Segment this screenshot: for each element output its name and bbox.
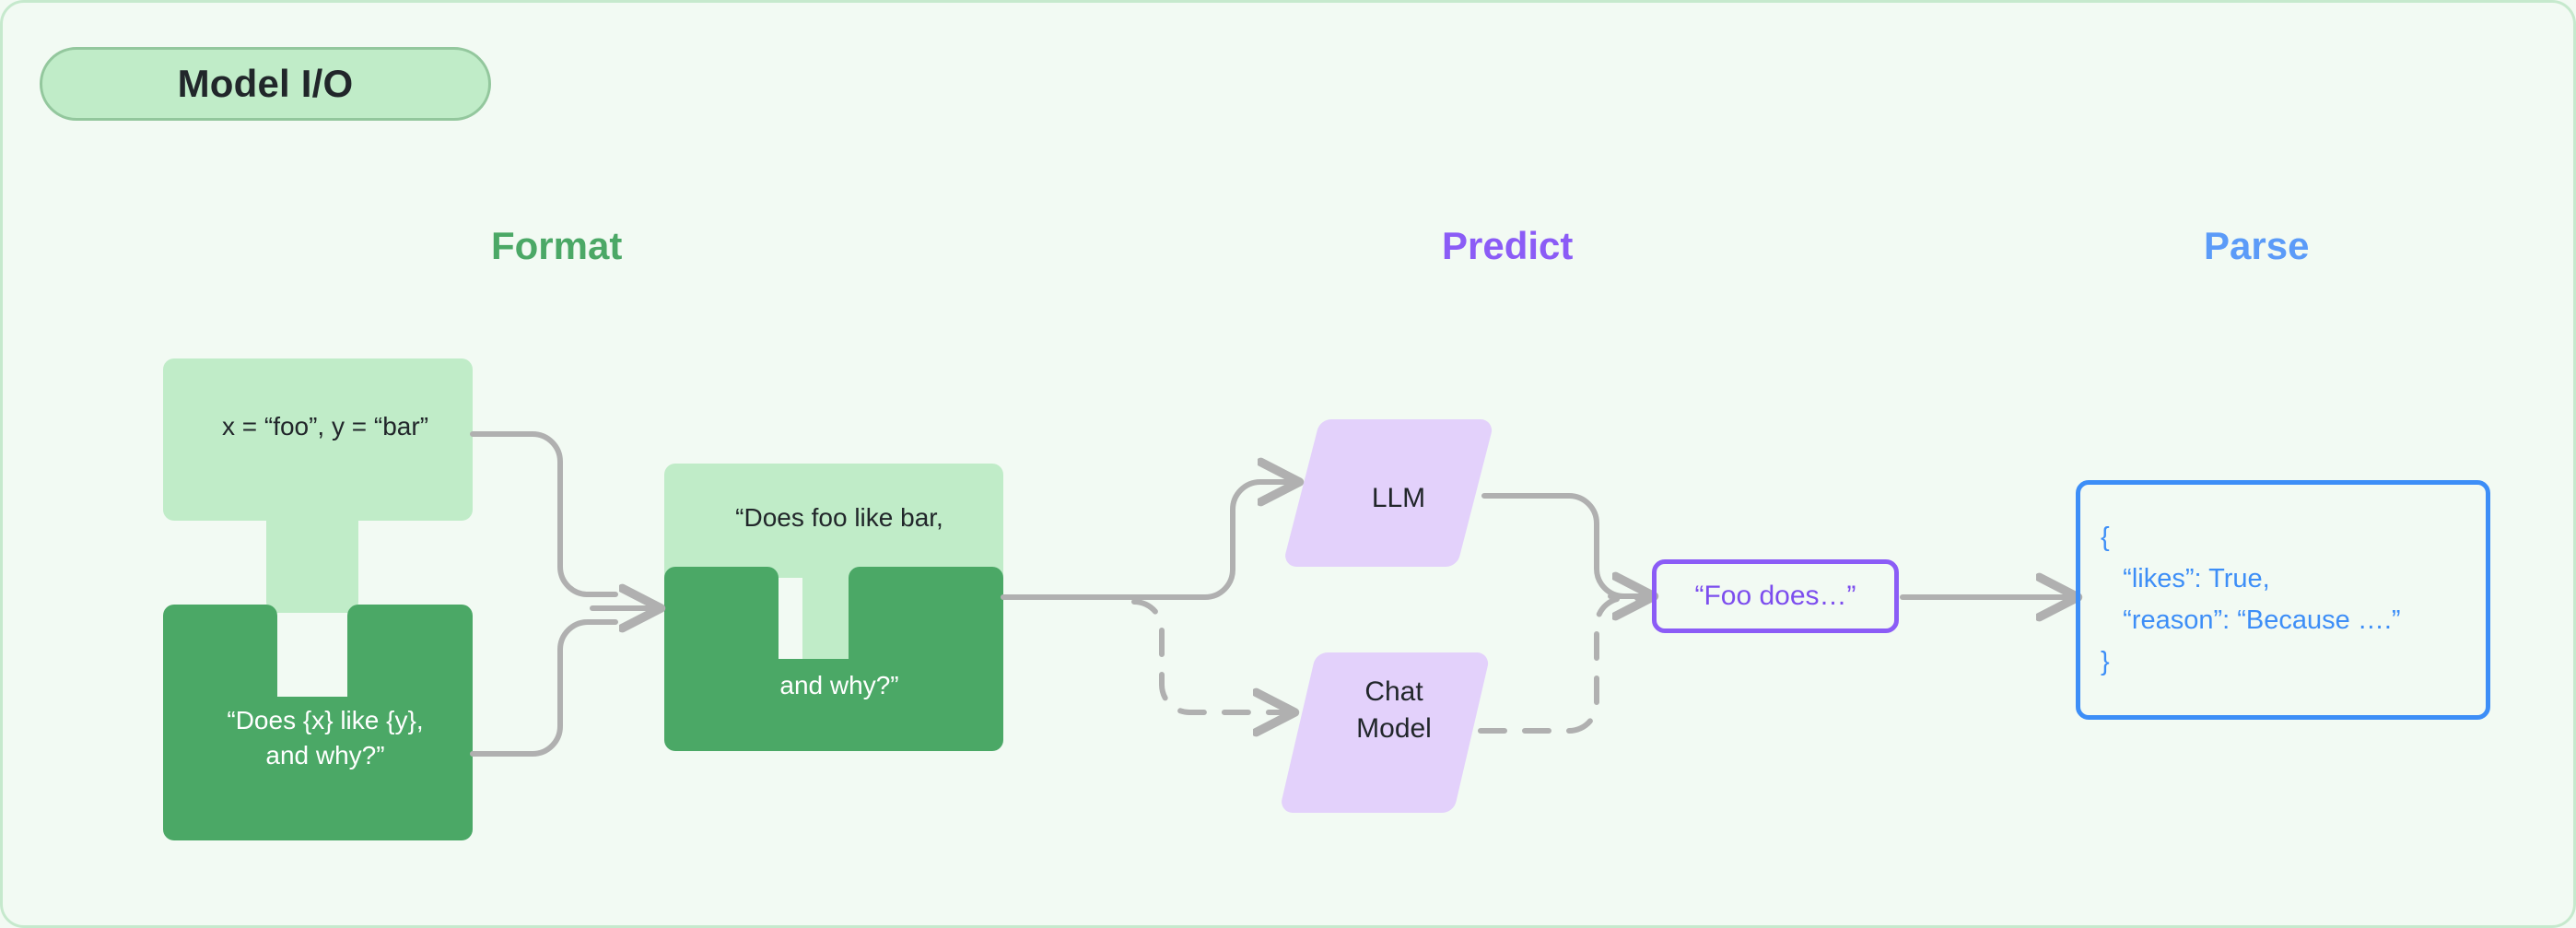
connector-combined-to-chat-model <box>1131 599 1293 712</box>
chat-model-parallelogram <box>1282 652 1489 814</box>
llm-parallelogram <box>1285 418 1493 568</box>
connector-variables-to-combined <box>470 431 618 597</box>
prediction-text: “Foo does…” <box>1694 581 1856 611</box>
parsed-output-box: { “likes”: True, “reason”: “Because ….” … <box>2076 480 2490 720</box>
output-line: } <box>2101 646 2110 676</box>
template-puzzle-piece <box>163 605 473 840</box>
output-line: “reason”: “Because ….” <box>2101 605 2401 635</box>
connector-combined-to-llm <box>1106 482 1297 600</box>
column-heading-format: Format <box>491 224 623 267</box>
column-heading-parse: Parse <box>2204 224 2310 267</box>
variables-puzzle-piece <box>163 358 473 613</box>
combined-piece-top <box>664 464 1003 670</box>
model-io-badge-label: Model I/O <box>177 62 354 105</box>
connector-llm-to-prediction <box>1481 493 1641 599</box>
column-heading-predict: Predict <box>1442 224 1574 267</box>
output-line: { <box>2101 523 2110 553</box>
connector-template-to-combined <box>470 619 618 757</box>
output-line: “likes”: True, <box>2101 564 2270 594</box>
model-io-badge: Model I/O <box>40 47 491 121</box>
shapes-and-connectors <box>163 358 2576 840</box>
prediction-box: “Foo does…” <box>1652 559 1899 633</box>
combined-piece-bottom <box>664 567 1003 751</box>
connector-chat-model-to-prediction <box>1478 595 1641 734</box>
